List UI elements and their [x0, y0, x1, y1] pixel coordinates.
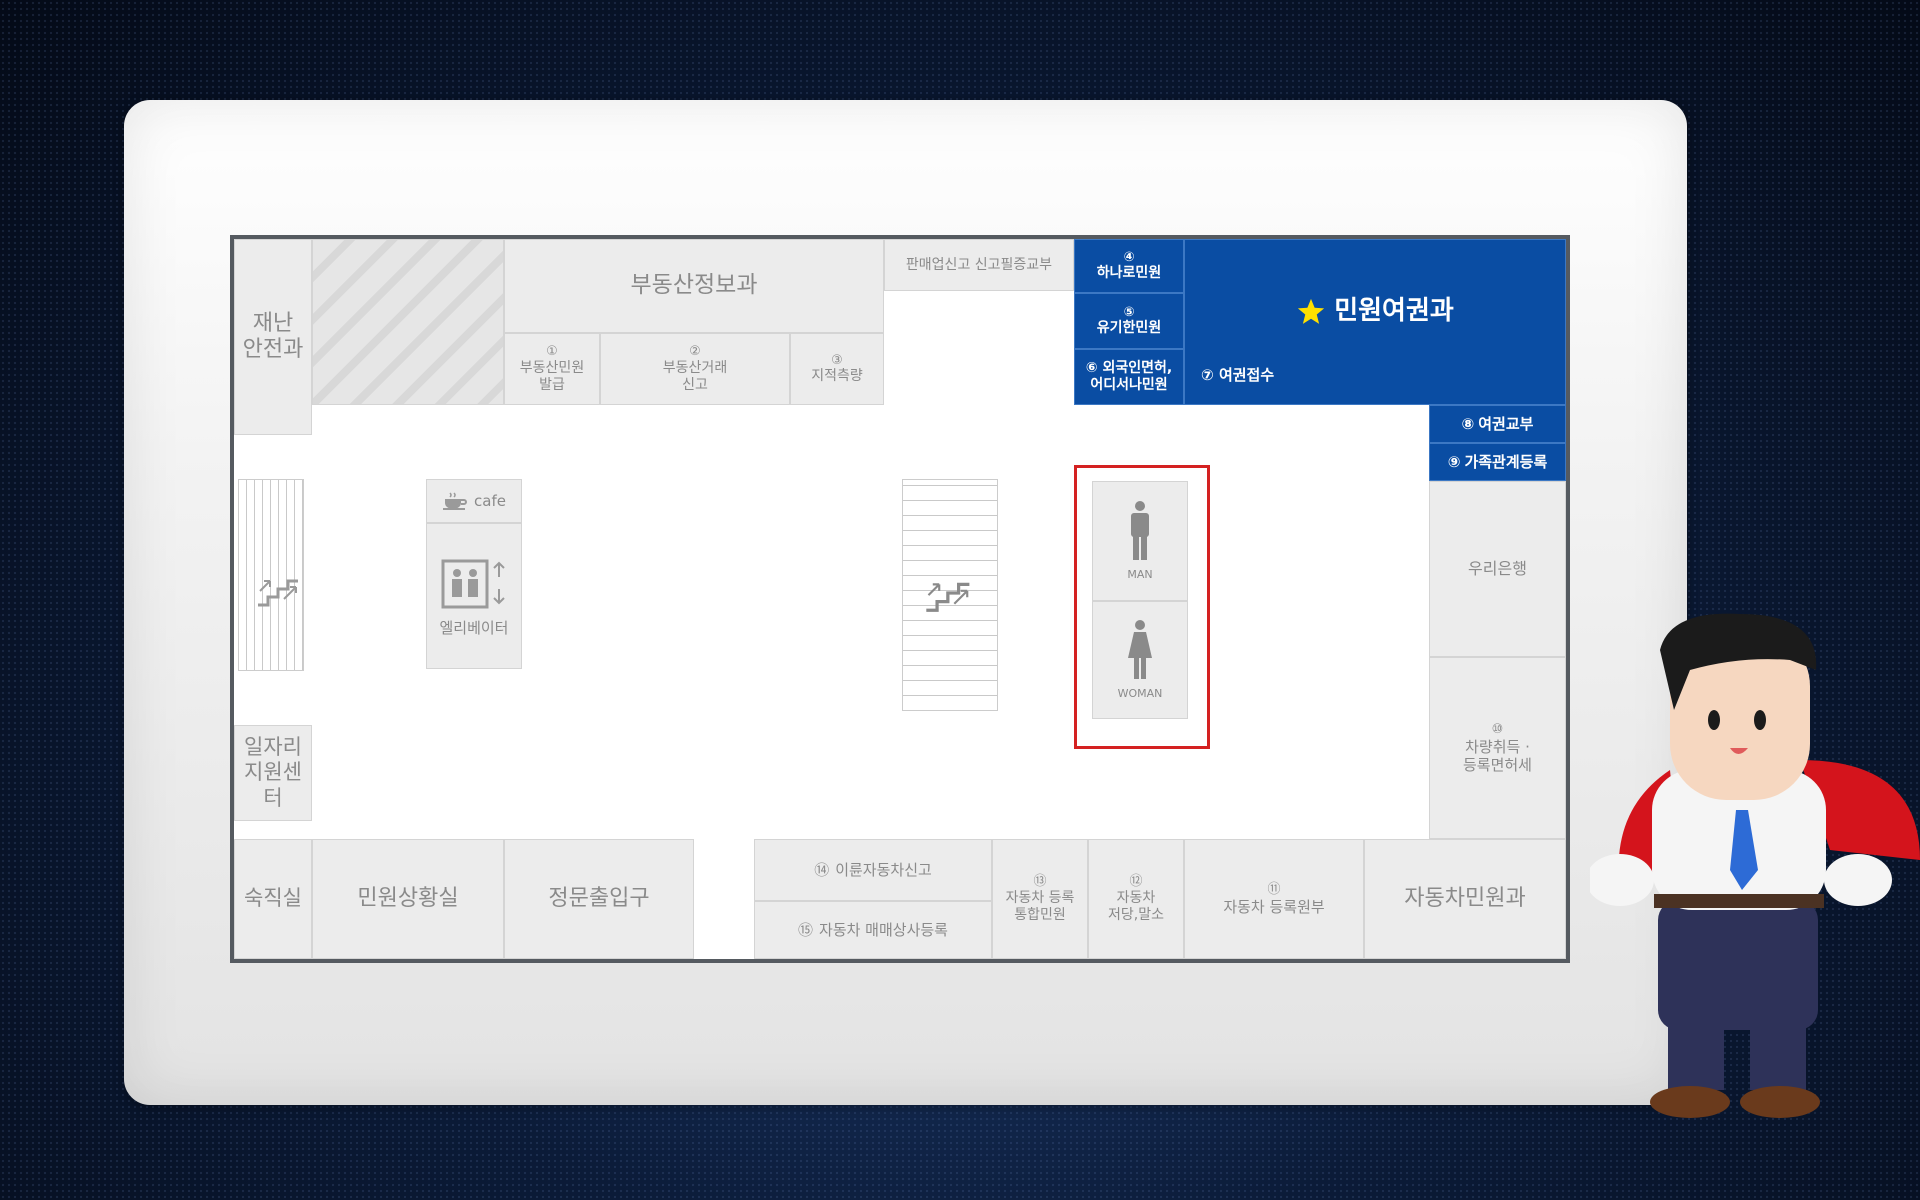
elevator-label: 엘리베이터: [439, 619, 509, 637]
stairs-icon: [922, 571, 978, 615]
counter-number: ⑧: [1461, 415, 1475, 433]
counter-number: ⑬: [1033, 874, 1047, 890]
counter-label: 자동차 등록원부: [1223, 897, 1325, 916]
counter-14[interactable]: ⑭ 이륜자동차신고: [754, 839, 992, 901]
counter-label: 부동산거래 신고: [662, 360, 728, 393]
counter-label: 자동차 등록 통합민원: [1005, 890, 1075, 923]
elevator-icon: [439, 555, 509, 615]
room-night-duty[interactable]: 숙직실: [234, 839, 312, 959]
counter-label-text: 외국인면허, 어디서나민원: [1090, 360, 1173, 393]
counter-number: ⑨: [1447, 453, 1461, 471]
room-disaster-safety[interactable]: 재난 안전과: [234, 239, 312, 435]
counter-label: ⑥ 외국인면허, 어디서나민원: [1086, 360, 1172, 394]
room-sales-report[interactable]: 판매업신고 신고필증교부: [884, 239, 1074, 291]
passport-title: 민원여권과: [1296, 296, 1454, 327]
counter-number: ⑫: [1129, 874, 1143, 890]
counter-label: 자동차 저당,말소: [1108, 890, 1164, 923]
passport-dept-label: 민원여권과: [1334, 296, 1454, 326]
counter-label: 하나로민원: [1096, 265, 1162, 282]
cafe[interactable]: cafe: [426, 479, 522, 523]
counter-15[interactable]: ⑮ 자동차 매매상사등록: [754, 901, 992, 959]
counter-label: 차량취득 · 등록면허세: [1462, 737, 1532, 774]
counter-number: ⑦: [1201, 366, 1214, 384]
restroom-highlight: [1074, 465, 1210, 749]
counter-number: ⑮: [798, 921, 814, 939]
counter-number: ③: [831, 352, 843, 368]
room-status-room[interactable]: 민원상황실: [312, 839, 504, 959]
room-main-entrance[interactable]: 정문출입구: [504, 839, 694, 959]
restroom-woman[interactable]: WOMAN: [1092, 601, 1188, 719]
star-icon: [1296, 297, 1326, 327]
counter-label: 가족관계등록: [1464, 453, 1548, 471]
mascot-figure: [1586, 610, 1920, 1134]
counter-label: 유기한민원: [1096, 320, 1162, 337]
coffee-icon: [442, 491, 468, 511]
stairs-center: [902, 479, 998, 711]
cafe-label: cafe: [474, 492, 506, 510]
counter-label: 여권교부: [1478, 415, 1534, 433]
counter-number: ①: [546, 344, 558, 360]
restroom-woman-label: WOMAN: [1117, 687, 1163, 701]
counter-label: 지적측량: [811, 368, 863, 385]
room-realestate-info[interactable]: 부동산정보과: [504, 239, 884, 333]
room-woori-bank[interactable]: 우리은행: [1429, 481, 1566, 657]
stairs-left: [238, 479, 304, 671]
counter-label: 자동차 매매상사등록: [819, 921, 948, 939]
counter-label: 이륜자동차신고: [835, 861, 932, 879]
counter-label: 여권접수: [1218, 366, 1275, 384]
counter-number: ⑩: [1491, 722, 1504, 738]
counter-label: 부동산민원 발급: [519, 360, 585, 393]
counter-number: ⑥: [1085, 360, 1098, 377]
room-passport-dept[interactable]: 민원여권과 ⑦ 여권접수: [1184, 239, 1566, 405]
counter-6[interactable]: ⑥ 외국인면허, 어디서나민원: [1074, 349, 1184, 405]
man-icon: [1125, 500, 1155, 562]
room-vehicle-dept[interactable]: 자동차민원과: [1364, 839, 1566, 959]
restroom-man-label: MAN: [1127, 568, 1153, 582]
counter-number: ⑪: [1267, 882, 1281, 898]
counter-number: ②: [689, 344, 701, 360]
woman-icon: [1125, 619, 1155, 681]
restroom-man[interactable]: MAN: [1092, 481, 1188, 601]
counter-number: ⑤: [1123, 304, 1135, 320]
stairs-icon: [254, 569, 306, 609]
counter-number: ⑭: [814, 861, 830, 879]
hatched-area: [312, 239, 504, 405]
counter-7[interactable]: ⑦ 여권접수: [1201, 366, 1274, 384]
counter-number: ④: [1123, 249, 1135, 265]
room-jobs-center[interactable]: 일자리 지원센터: [234, 725, 312, 821]
elevator[interactable]: 엘리베이터: [426, 523, 522, 669]
